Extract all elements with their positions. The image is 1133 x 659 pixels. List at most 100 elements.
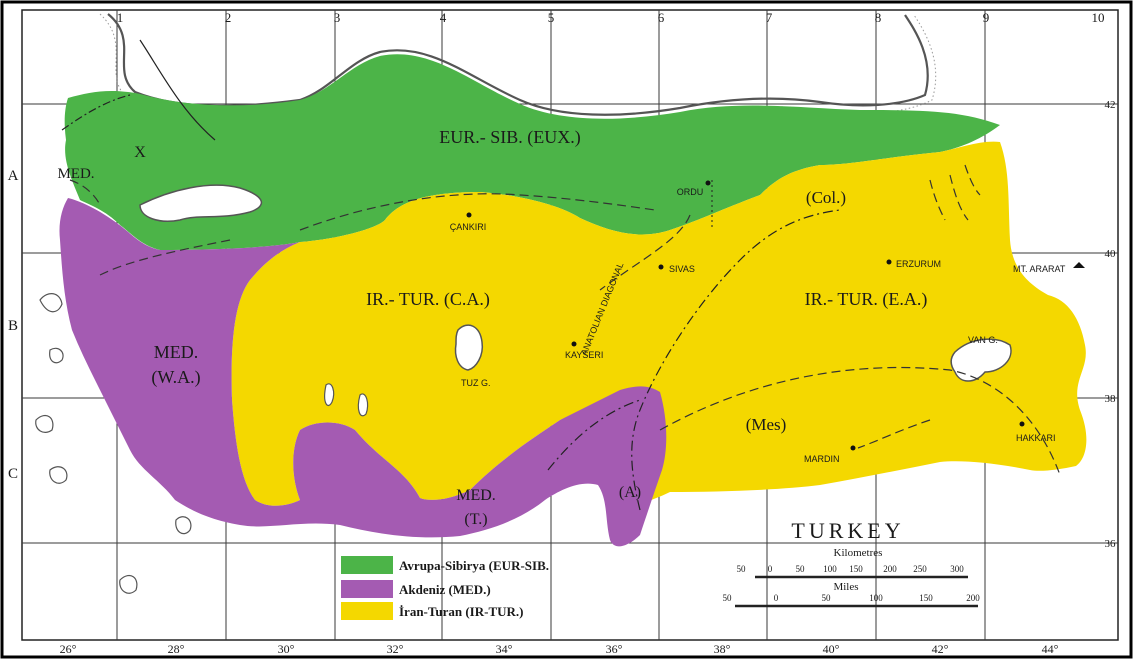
column-label: 2	[225, 10, 232, 25]
scale-miles-tick: 0	[774, 593, 779, 603]
scale-km-tick: 150	[849, 564, 863, 574]
scale-km-title: Kilometres	[834, 547, 883, 559]
latitude-label: 36	[1105, 538, 1117, 550]
latitude-label: 42	[1105, 99, 1116, 111]
column-label: 3	[334, 10, 341, 25]
place-label: HAKKARI	[1016, 433, 1056, 443]
region-med	[59, 198, 667, 547]
scale-miles-tick: 150	[919, 593, 933, 603]
place-label: MT. ARARAT	[1013, 264, 1066, 274]
place-label: VAN G.	[968, 335, 998, 345]
label-med-t-1: MED.	[456, 487, 496, 504]
column-label: 5	[548, 10, 555, 25]
place-dot	[886, 259, 892, 265]
column-label: 7	[766, 10, 773, 25]
label-med-t-2: (T.)	[464, 511, 487, 528]
label-med-wa-2: (W.A.)	[151, 367, 200, 388]
place-dot	[705, 180, 711, 186]
longitude-label: 28°	[168, 642, 185, 656]
scale-km-tick: 100	[823, 564, 837, 574]
column-label: 6	[658, 10, 665, 25]
scale-km-tick: 50	[737, 564, 747, 574]
left-row-labels: A B C	[8, 168, 19, 482]
longitude-label: 44°	[1042, 642, 1059, 656]
region-boundary-line	[139, 39, 216, 141]
place-dot	[658, 264, 664, 270]
label-eur-sib: EUR.- SIB. (EUX.)	[439, 127, 581, 148]
place-label: MARDIN	[804, 454, 840, 464]
column-label: 1	[117, 10, 124, 25]
label-amanus: (A)	[619, 484, 641, 501]
label-x: X	[134, 144, 146, 161]
longitude-label: 30°	[278, 642, 295, 656]
place-label: ERZURUM	[896, 259, 941, 269]
place-label: TUZ G.	[461, 378, 491, 388]
longitude-label: 34°	[496, 642, 513, 656]
map-title: TURKEY	[791, 518, 904, 543]
label-col: (Col.)	[806, 188, 846, 207]
column-label: 10	[1092, 10, 1105, 25]
longitude-label: 38°	[714, 642, 731, 656]
mountain-icon	[1073, 262, 1085, 268]
region-ir-tur	[231, 141, 1087, 506]
lake-tuz	[454, 324, 484, 371]
label-ir-tur-ca: IR.- TUR. (C.A.)	[366, 289, 490, 310]
scale-km-tick: 50	[796, 564, 806, 574]
scale-miles-tick: 100	[869, 593, 883, 603]
lake-beysehir	[324, 383, 335, 406]
place-markers	[466, 180, 1085, 451]
label-med-wa-1: MED.	[154, 342, 199, 362]
legend-swatch-med	[341, 580, 393, 598]
scale-miles-title: Miles	[833, 581, 858, 593]
row-label: A	[8, 168, 19, 184]
aegean-islands	[35, 293, 192, 594]
longitude-labels: 26° 28° 30° 32° 34° 36° 38° 40° 42° 44°	[60, 642, 1059, 656]
lake-egirdir	[357, 393, 369, 417]
scale-km-tick: 300	[950, 564, 964, 574]
longitude-label: 40°	[823, 642, 840, 656]
longitude-label: 26°	[60, 642, 77, 656]
row-label: B	[8, 318, 18, 334]
longitude-label: 42°	[932, 642, 949, 656]
thrace-border	[61, 94, 131, 131]
top-column-labels: 1 2 3 4 5 6 7 8 9 10	[117, 10, 1105, 25]
column-label: 9	[983, 10, 990, 25]
legend: Avrupa-Sibirya (EUR-SIB. Akdeniz (MED.) …	[341, 556, 549, 620]
latitude-labels: 42 40 38 36	[1105, 99, 1117, 550]
place-labels: ORDU ÇANKIRI SIVAS ERZURUM MT. ARARAT KA…	[450, 187, 1066, 464]
scale-miles-tick: 50	[723, 593, 733, 603]
place-dot	[850, 445, 856, 451]
legend-swatch-eur-sib	[341, 556, 393, 574]
place-dot	[1019, 421, 1025, 427]
legend-label-med: Akdeniz (MED.)	[399, 582, 491, 597]
scale-miles-tick: 200	[966, 593, 980, 603]
row-label: C	[8, 466, 18, 482]
legend-swatch-ir-tur	[341, 602, 393, 620]
latitude-label: 38	[1105, 393, 1117, 405]
scale-km-tick: 0	[768, 564, 773, 574]
scale-bar: Kilometres 50 0 50 100 150 200 250 300 M…	[723, 547, 980, 608]
region-eur-sib	[64, 54, 1001, 250]
label-mes: (Mes)	[746, 415, 787, 434]
scale-km-tick: 250	[913, 564, 927, 574]
legend-label-eur-sib: Avrupa-Sibirya (EUR-SIB.	[399, 558, 549, 573]
place-dot	[571, 341, 577, 347]
label-med-nw: MED.	[57, 166, 94, 182]
anatolian-diagonal-2	[547, 399, 641, 471]
longitude-label: 36°	[606, 642, 623, 656]
longitude-label: 32°	[387, 642, 404, 656]
anatolian-diagonal	[631, 209, 841, 511]
column-label: 4	[440, 10, 447, 25]
lake-van	[950, 338, 1012, 382]
scale-miles-tick: 50	[822, 593, 832, 603]
place-label: KAYSERI	[565, 350, 603, 360]
label-ir-tur-ea: IR.- TUR. (E.A.)	[805, 289, 928, 310]
migration-arrows	[69, 164, 1061, 476]
place-label: ÇANKIRI	[450, 222, 487, 232]
place-label: ORDU	[677, 187, 704, 197]
marmara-sea	[139, 184, 263, 222]
place-label: SIVAS	[669, 264, 695, 274]
column-label: 8	[875, 10, 882, 25]
